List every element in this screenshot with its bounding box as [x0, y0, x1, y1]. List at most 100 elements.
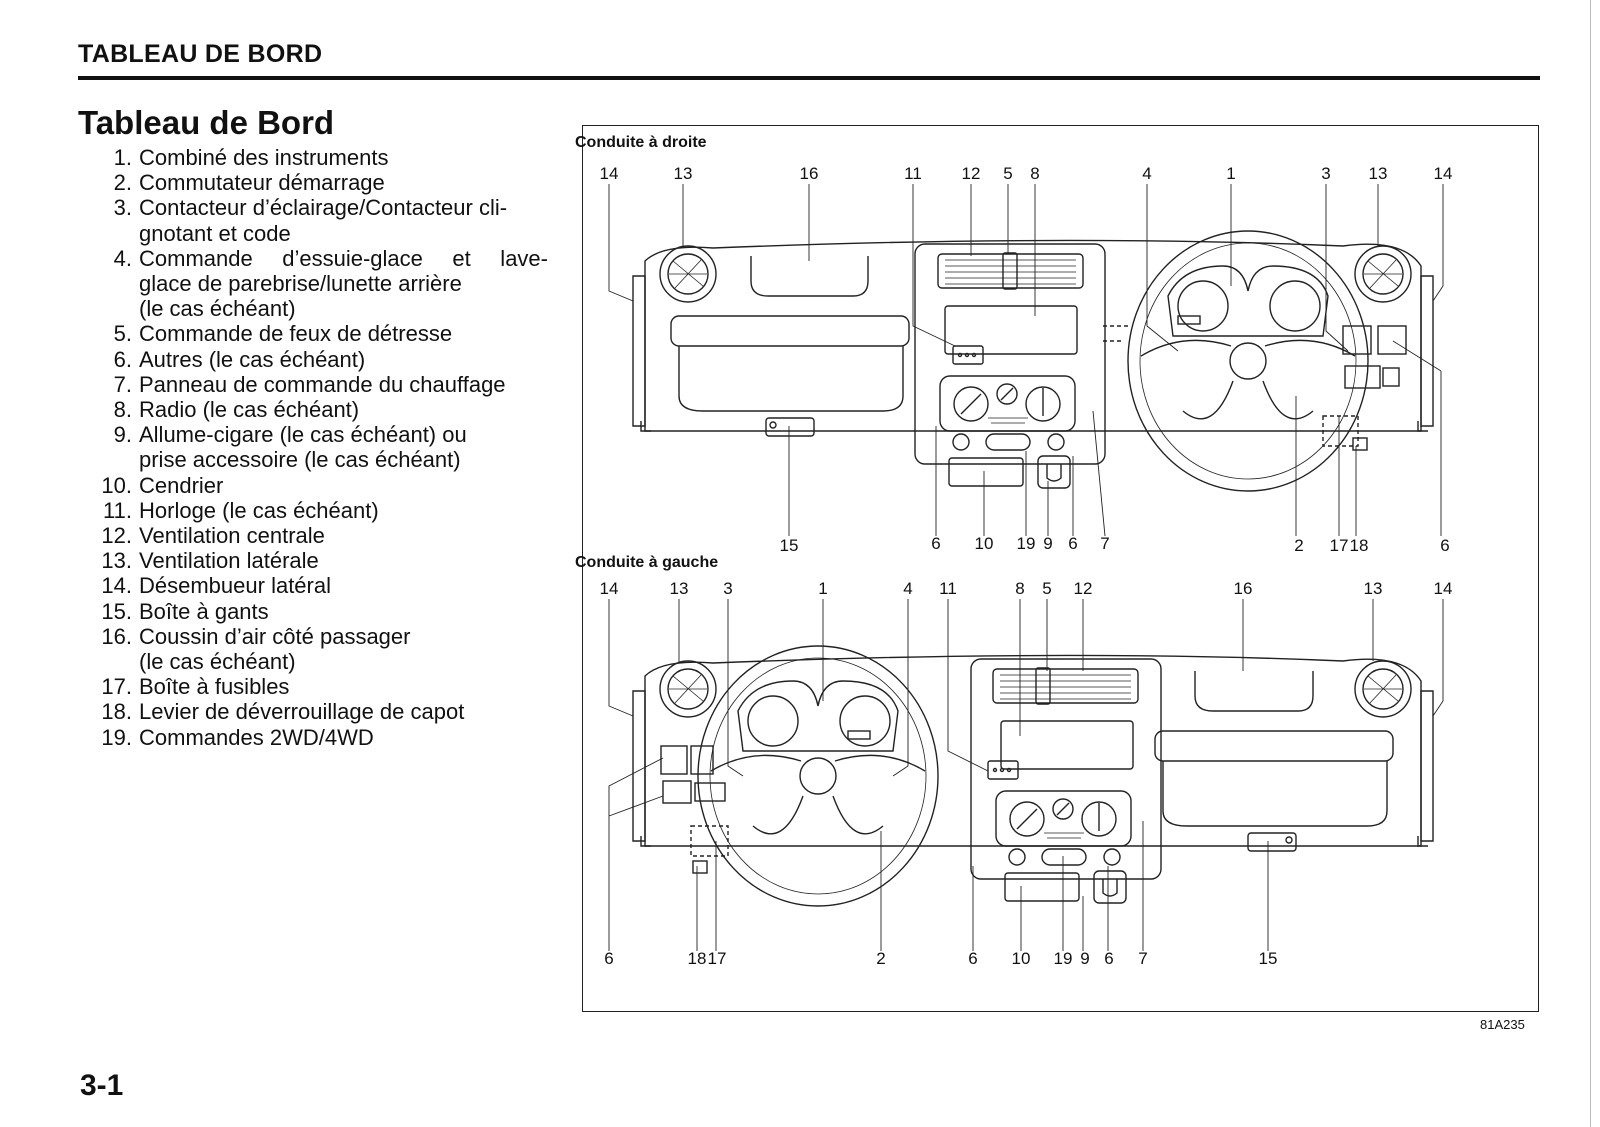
legend-item: 17. Boîte à fusibles — [88, 674, 548, 699]
callout-label: 13 — [1363, 579, 1383, 598]
legend-number: 10. — [101, 472, 132, 498]
callout-label: 15 — [1258, 949, 1278, 968]
callout-label: 3 — [723, 579, 733, 598]
callout-label: 14 — [1433, 579, 1453, 598]
legend-text: Contacteur d’éclairage/Contacteur cli- — [139, 195, 508, 221]
callout-label: 17 — [707, 949, 727, 968]
callout-label: 5 — [1042, 579, 1052, 598]
callout-label: 13 — [1368, 164, 1388, 183]
callout-label: 6 — [968, 949, 978, 968]
callout-label: 16 — [1233, 579, 1253, 598]
legend-item: 3.Contacteur d’éclairage/Contacteur cli-… — [88, 195, 548, 245]
callout-label: 6 — [604, 949, 614, 968]
legend-text: Boîte à gants — [139, 598, 269, 624]
legend-number: 16. — [101, 623, 132, 649]
legend-text: Coussin d’air côté passager — [139, 623, 411, 649]
legend-number: 17. — [101, 674, 132, 700]
rhd-leader-lines — [608, 184, 1444, 537]
legend-item: 8. Radio (le cas échéant) — [88, 397, 548, 422]
legend-text: Commutateur démarrage — [139, 170, 385, 196]
legend-number: 5. — [113, 321, 132, 347]
lhd-label: Conduite à gauche — [575, 554, 719, 571]
callout-label: 6 — [1104, 949, 1114, 968]
legend-item: 15. Boîte à gants — [88, 599, 548, 624]
rhd-dashboard-drawing — [632, 230, 1434, 492]
callout-label: 9 — [1080, 949, 1090, 968]
rhd-label: Conduite à droite — [575, 134, 707, 151]
dashboard-illustration — [608, 184, 1444, 951]
legend-text: Autres (le cas échéant) — [139, 346, 366, 372]
legend-text: Panneau de commande du chauffage — [139, 371, 506, 397]
legend-number: 11. — [103, 497, 132, 523]
callout-label: 1 — [1226, 164, 1236, 183]
page-number: 3-1 — [80, 1069, 124, 1102]
legend-item: 7. Panneau de commande du chauffage — [88, 372, 548, 397]
legend-text: gnotant et code — [139, 220, 291, 246]
legend-number: 19. — [101, 724, 132, 750]
legend-text: Allume-cigare (le cas échéant) ou — [139, 422, 467, 448]
legend-text: Commande de feux de détresse — [139, 321, 453, 347]
callout-label: 16 — [799, 164, 819, 183]
legend-item: 18.Levier de déverrouillage de capot — [88, 699, 548, 724]
legend-text: Horloge (le cas échéant) — [139, 497, 379, 523]
callout-label: 9 — [1043, 534, 1053, 553]
callout-label: 18 — [1349, 536, 1369, 555]
lhd-leader-lines — [608, 599, 1444, 951]
legend-text: prise accessoire (le cas échéant) — [139, 447, 461, 473]
callout-label: 10 — [974, 534, 994, 553]
legend-text: Ventilation latérale — [139, 548, 319, 574]
legend-text: Désembueur latéral — [139, 573, 331, 599]
legend-number: 9. — [113, 422, 132, 448]
legend-number: 7. — [113, 371, 132, 397]
lhd-dashboard-drawing — [632, 645, 1434, 907]
legend-text: Boîte à fusibles — [139, 674, 290, 700]
callout-label: 4 — [1142, 164, 1152, 183]
callout-label: 18 — [687, 949, 707, 968]
legend-text: Levier de déverrouillage de capot — [139, 699, 465, 725]
callout-label: 11 — [939, 579, 957, 598]
legend-item: 5. Commande de feux de détresse — [88, 321, 548, 346]
legend-text: (le cas échéant) — [139, 296, 296, 322]
callout-label: 6 — [1068, 534, 1078, 553]
section-header: TABLEAU DE BORD — [78, 40, 323, 68]
legend-item: 2. Commutateur démarrage — [88, 170, 548, 195]
callout-label: 14 — [599, 164, 619, 183]
legend-item: 11. Horloge (le cas échéant) — [88, 498, 548, 523]
callout-label: 13 — [669, 579, 689, 598]
legend-number: 13. — [101, 548, 132, 574]
callout-label: 6 — [1440, 536, 1450, 555]
callout-label: 7 — [1100, 534, 1110, 553]
legend-number: 2. — [113, 170, 132, 196]
callout-label: 4 — [903, 579, 913, 598]
header-rule — [78, 76, 1540, 80]
legend-number: 14. — [101, 573, 132, 599]
legend-number: 4. — [113, 245, 132, 271]
legend-number: 1. — [113, 145, 132, 170]
callout-label: 7 — [1138, 949, 1148, 968]
legend-item: 10. Cendrier — [88, 473, 548, 498]
legend-text: Commande d’essuie-glace et lave- — [139, 245, 548, 271]
legend-item: 4. Commande d’essuie-glace et lave-glace … — [88, 246, 548, 322]
legend-item: 16.Coussin d’air côté passager(le cas éc… — [88, 624, 548, 674]
callout-label: 1 — [818, 579, 828, 598]
callout-label: 5 — [1003, 164, 1013, 183]
callout-label: 11 — [904, 164, 922, 183]
callout-label: 12 — [1073, 579, 1093, 598]
legend-text: Radio (le cas échéant) — [139, 397, 360, 423]
page-title: Tableau de Bord — [78, 104, 335, 141]
legend-number: 12. — [101, 523, 132, 549]
callout-label: 19 — [1053, 949, 1073, 968]
callout-label: 10 — [1011, 949, 1031, 968]
callout-label: 14 — [1433, 164, 1453, 183]
legend-text: Combiné des instruments — [139, 145, 389, 170]
dashboard-figure: Conduite à droite Conduite à gauche 14 1… — [575, 125, 1539, 1012]
component-legend: 1. Combiné des instruments 2. Commutateur … — [88, 145, 548, 750]
legend-number: 15. — [101, 598, 132, 624]
page-edge-mark — [1590, 0, 1591, 1127]
figure-code: 81A235 — [1480, 1017, 1525, 1032]
legend-text: glace de parebrise/lunette arrière — [139, 271, 462, 297]
legend-number: 8. — [113, 397, 132, 423]
legend-text: Cendrier — [139, 472, 224, 498]
callout-label: 15 — [779, 536, 799, 555]
